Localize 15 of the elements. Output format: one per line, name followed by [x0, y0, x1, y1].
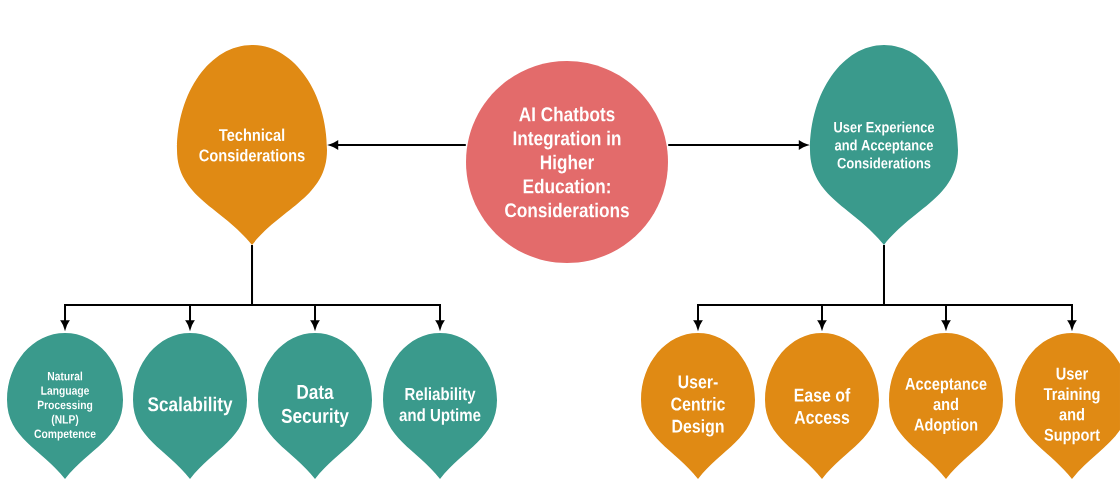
teardrop-node: User-Centric Design: [641, 333, 755, 479]
teardrop-node: Reliability and Uptime: [383, 333, 497, 479]
teardrop-node: Acceptance and Adoption: [889, 333, 1003, 479]
teardrop-node: Scalability: [133, 333, 247, 479]
teardrop-node: User Experience and Acceptance Considerations: [810, 45, 958, 245]
arrow: [883, 244, 1077, 329]
arrow: [251, 244, 445, 329]
teardrop-node: Natural Language Processing (NLP) Competence: [7, 333, 123, 479]
arrow: [329, 140, 467, 150]
circle-node: AI Chatbots Integration in Higher Education: Considerations: [466, 61, 668, 263]
teardrop-node: User Training and Support: [1015, 333, 1120, 479]
arrow: [667, 140, 808, 150]
teardrop-node: Technical Considerations: [177, 45, 327, 245]
teardrop-node: Data Security: [258, 333, 372, 479]
teardrop-node: Ease of Access: [765, 333, 879, 479]
